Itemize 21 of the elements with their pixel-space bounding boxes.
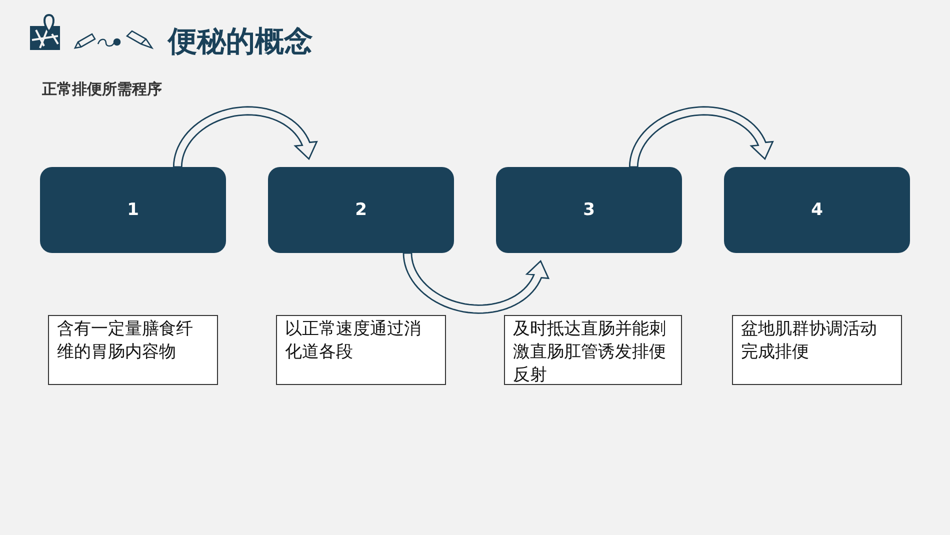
step-description: 盆地肌群协调活动完成排便 (741, 319, 877, 362)
step-number: 2 (355, 200, 367, 220)
step-description: 及时抵达直肠并能刺激直肠肛管诱发排便反射 (513, 319, 666, 385)
description-box (48, 315, 218, 385)
curved-arrow (172, 106, 318, 168)
step-box (496, 167, 682, 253)
description-box (276, 315, 446, 385)
step-number: 4 (811, 200, 823, 220)
step-description: 含有一定量膳食纤维的胃肠内容物 (57, 319, 193, 362)
description-box (732, 315, 902, 385)
slide-title: 便秘的概念 (168, 23, 313, 60)
curved-arrow (628, 106, 774, 168)
step-box (40, 167, 226, 253)
step-box (724, 167, 910, 253)
curved-arrow (402, 252, 550, 314)
subtitle: 正常排便所需程序 (42, 80, 162, 99)
step-number: 3 (583, 200, 595, 220)
description-box (504, 315, 682, 385)
step-number: 1 (127, 200, 139, 220)
step-description: 以正常速度通过消化道各段 (285, 319, 421, 362)
step-box (268, 167, 454, 253)
